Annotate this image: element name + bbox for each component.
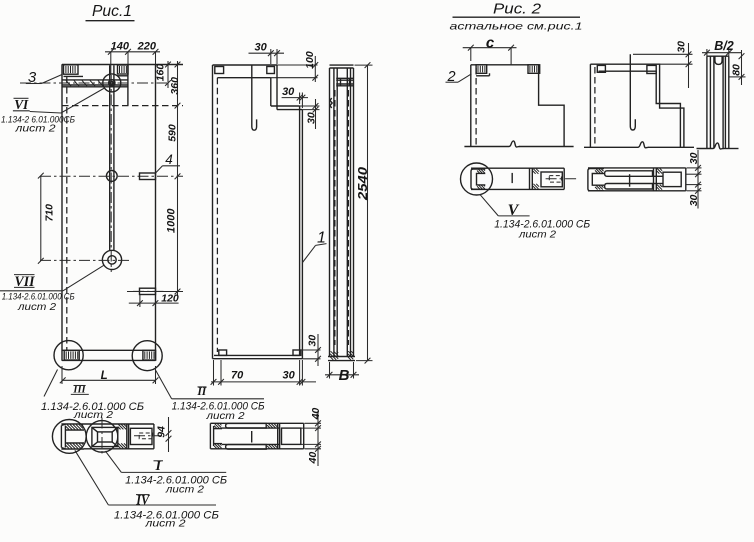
svg-text:120: 120 [161,292,179,304]
svg-text:80: 80 [731,64,743,76]
svg-text:220: 220 [137,40,157,52]
svg-text:лист 2: лист 2 [73,409,113,421]
svg-text:лист 2: лист 2 [165,483,204,495]
svg-text:3: 3 [28,69,37,86]
svg-text:1: 1 [317,230,326,247]
svg-text:30: 30 [282,86,295,98]
svg-text:лист 2: лист 2 [144,518,185,530]
svg-text:30: 30 [675,41,687,53]
svg-text:1.134-2 6.01.000СБ: 1.134-2 6.01.000СБ [1,115,75,125]
svg-text:30: 30 [305,112,317,124]
svg-text:30: 30 [688,152,700,164]
svg-text:4: 4 [165,152,173,167]
svg-text:2540: 2540 [355,166,370,201]
svg-text:160: 160 [154,64,166,82]
svg-text:VI: VI [14,98,29,113]
svg-text:астальное см.рис.1: астальное см.рис.1 [450,21,583,33]
svg-text:лист 2: лист 2 [518,229,556,241]
svg-text:VII: VII [15,274,36,290]
svg-text:710: 710 [43,204,55,222]
svg-text:360: 360 [169,77,181,95]
svg-text:Рис. 2: Рис. 2 [493,1,542,18]
svg-text:В: В [339,367,350,384]
svg-text:лист 2: лист 2 [205,410,244,422]
svg-text:III: III [72,385,86,396]
svg-text:140: 140 [111,40,130,52]
svg-text:1000: 1000 [166,208,178,233]
svg-text:Рис.1: Рис.1 [92,3,132,20]
svg-text:30: 30 [282,369,295,381]
svg-text:лист 2: лист 2 [14,124,56,135]
svg-text:30: 30 [307,335,319,347]
svg-text:V: V [508,202,520,219]
svg-text:30: 30 [254,42,267,54]
svg-text:1.134-2.6.01.000 СБ: 1.134-2.6.01.000 СБ [172,401,265,413]
svg-text:40: 40 [310,408,322,421]
svg-text:1.134-2.6.01.000 СБ: 1.134-2.6.01.000 СБ [114,509,219,521]
svg-text:лист 2: лист 2 [17,302,57,313]
svg-text:40: 40 [307,452,319,465]
svg-text:L: L [101,370,108,382]
svg-text:c: c [486,35,495,52]
svg-text:1.134-2.6.01.000 СБ: 1.134-2.6.01.000 СБ [41,401,144,413]
svg-text:70: 70 [231,369,244,381]
svg-text:100: 100 [304,51,316,69]
svg-text:IV: IV [135,493,150,509]
svg-text:1.134-2.6.01.000 СБ: 1.134-2.6.01.000 СБ [2,292,75,303]
svg-text:94: 94 [156,426,168,438]
svg-text:II: II [196,386,206,398]
svg-text:1.134-2.6.01.000 СБ: 1.134-2.6.01.000 СБ [494,219,590,231]
svg-text:2: 2 [446,69,455,85]
svg-text:I: I [154,459,161,474]
svg-text:В/2: В/2 [714,39,734,53]
svg-text:1.134-2.6.01.000 СБ: 1.134-2.6.01.000 СБ [125,475,227,487]
svg-text:30: 30 [688,194,700,206]
svg-text:590: 590 [167,124,179,142]
